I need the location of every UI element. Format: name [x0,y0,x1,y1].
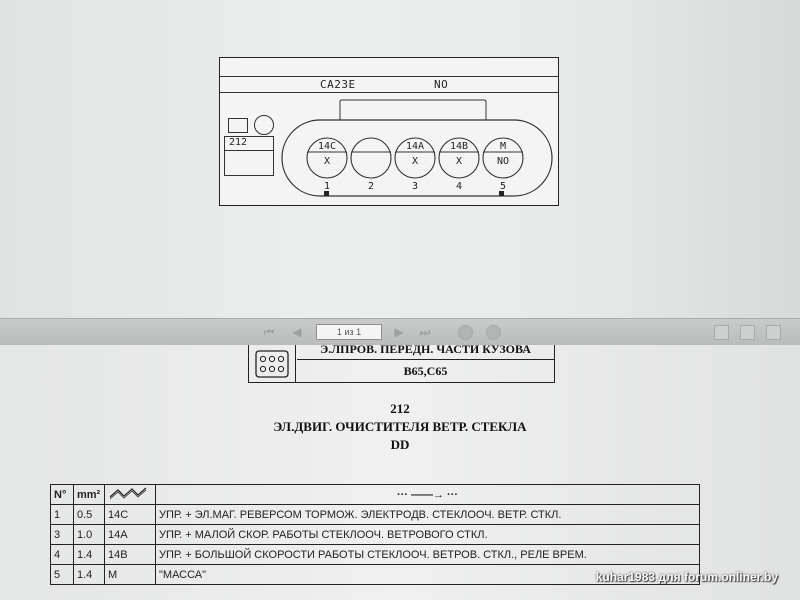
reference-table: Э.ЛПРОВ. ПЕРЕДН. ЧАСТИ КУЗОВА B65,C65 [248,342,555,383]
component-number: 212 [390,401,410,416]
diagram-divider [220,92,558,93]
cell-description: УПР. + МАЛОЙ СКОР. РАБОТЫ СТЕКЛООЧ. ВЕТР… [155,524,700,545]
pin-top-label: 14A [406,141,424,152]
connector-header-left: CA23E [320,78,356,91]
last-page-icon[interactable]: ⏭ [419,325,431,339]
next-page-icon[interactable]: ▶ [394,325,404,339]
cell-section: 1.0 [73,524,105,545]
pin-number: 3 [412,181,418,192]
cell-code: 14B [104,544,156,565]
cell-code: 14C [104,504,156,525]
reference-code: B65,C65 [403,364,448,378]
connector-pin [438,137,480,179]
cell-section: 1.4 [73,544,105,565]
connector-pin [394,137,436,179]
header-direction: ··· ——→ ··· [155,484,700,505]
diagram-divider [220,76,558,77]
prev-page-icon[interactable]: ◀ [292,325,302,339]
connector-outline: 14C X 1 2 14A X 3 14B X 4 M NO 5 [281,99,553,197]
settings-icon[interactable] [766,325,781,340]
pin-bottom-label: X [324,156,330,167]
pin-number: 2 [368,181,374,192]
wire-icon [109,487,147,500]
cell-description: "МАССА" [155,564,700,585]
reference-title: Э.ЛПРОВ. ПЕРЕДН. ЧАСТИ КУЗОВА [297,342,554,360]
cell-description: УПР. + ЭЛ.МАГ. РЕВЕРСОМ ТОРМОЖ. ЭЛЕКТРОД… [155,504,700,525]
connector-icon [255,350,289,378]
cell-number: 4 [50,544,74,565]
connector-diagram: CA23E NO 212 14C X 1 2 14A X 3 14B X 4 M NO 5 [219,57,559,206]
pin-bottom-label: NO [497,156,509,167]
pin-number: 1 [324,181,330,192]
pin-number: 4 [456,181,462,192]
cell-number: 5 [50,564,74,585]
circle-symbol [254,115,274,135]
connector-header-right: NO [434,78,449,91]
zoom-in-icon[interactable] [486,325,501,340]
header-number: N° [50,484,74,505]
wire-table-header: N° mm² ··· ——→ ··· [50,484,700,505]
cell-number: 3 [50,524,74,545]
cell-section: 0.5 [73,504,105,525]
connector-code: 212 [229,137,248,148]
document-page-upper: CA23E NO 212 14C X 1 2 14A X 3 14B X 4 M NO 5 [0,0,800,318]
cell-code: M [104,564,156,585]
first-page-icon[interactable]: ⏮ [263,325,275,339]
document-page-lower: Э.ЛПРОВ. ПЕРЕДН. ЧАСТИ КУЗОВА B65,C65 21… [0,342,800,600]
pin-top-label: 14C [318,141,336,152]
cell-code: 14A [104,524,156,545]
connector-pin [350,137,392,179]
pin-top-label: 14B [450,141,468,152]
connector-pin [482,137,524,179]
print-icon[interactable] [714,325,729,340]
component-code: DD [390,437,410,452]
header-section: mm² [73,484,105,505]
header-wire-icon [104,484,156,505]
save-icon[interactable] [740,325,755,340]
connector-code-box: 212 [224,136,274,176]
connector-icon-cell [249,345,296,382]
pin-number: 5 [500,181,506,192]
watermark: kuhar1983 для forum.onliner.by [595,570,778,584]
component-name: ЭЛ.ДВИГ. ОЧИСТИТЕЛЯ ВЕТР. СТЕКЛА [273,419,527,434]
pin-top-label: M [500,141,506,152]
connector-pin [306,137,348,179]
cell-number: 1 [50,504,74,525]
cell-section: 1.4 [73,564,105,585]
pin-bottom-label: X [456,156,462,167]
page-indicator[interactable]: 1 из 1 [316,324,382,340]
zoom-out-icon[interactable] [458,325,473,340]
cell-description: УПР. + БОЛЬШОЙ СКОРОСТИ РАБОТЫ СТЕКЛООЧ.… [155,544,700,565]
rect-symbol [228,118,248,133]
pin-bottom-label: X [412,156,418,167]
